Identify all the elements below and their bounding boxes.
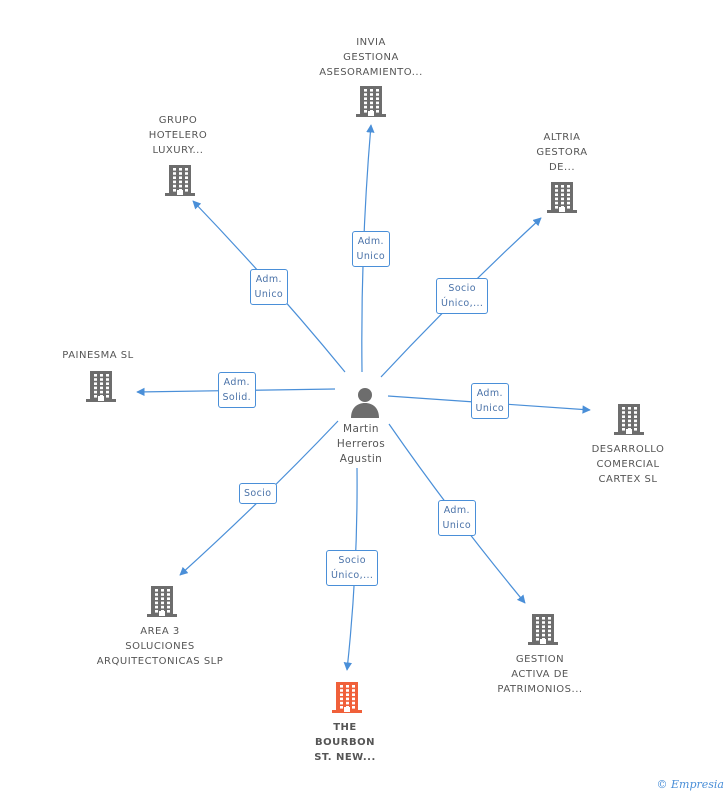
building-icon[interactable] — [545, 180, 579, 214]
copyright-symbol: © — [656, 778, 668, 791]
company-label-area3[interactable]: AREA 3 SOLUCIONES ARQUITECTONICAS SLP — [96, 626, 224, 667]
edge-role-label-painesma: Adm. Solid. — [217, 372, 257, 408]
company-label-bourbon[interactable]: THE BOURBON ST. NEW... — [314, 722, 376, 763]
building-icon[interactable] — [163, 163, 197, 197]
edge-role-label-gestion: Adm. Unico — [437, 500, 477, 536]
building-icon-highlight[interactable] — [330, 680, 364, 714]
company-label-invia[interactable]: INVIA GESTIONA ASESORAMIENTO... — [319, 37, 423, 78]
edge-role-label-altria: Socio Único,... — [436, 278, 489, 314]
brand-name: Empresia — [671, 778, 724, 791]
edge-role-label-desarrollo: Adm. Unico — [470, 383, 510, 419]
building-icon[interactable] — [526, 612, 560, 646]
edge-role-label-bourbon: Socio Único,... — [326, 550, 379, 586]
building-icon[interactable] — [612, 402, 646, 436]
company-label-painesma[interactable]: PAINESMA SL — [62, 350, 134, 361]
company-label-gestion[interactable]: GESTION ACTIVA DE PATRIMONIOS... — [497, 654, 583, 695]
company-label-altria[interactable]: ALTRIA GESTORA DE... — [536, 132, 588, 173]
company-label-desarrollo[interactable]: DESARROLLO COMERCIAL CARTEX SL — [591, 444, 665, 485]
edge-role-label-grupo: Adm. Unico — [249, 269, 289, 305]
edge-role-label-invia: Adm. Unico — [351, 231, 391, 267]
person-name-label[interactable]: Martin Herreros Agustin — [336, 423, 386, 465]
building-icon[interactable] — [84, 369, 118, 403]
copyright-brand: © Empresia — [657, 778, 725, 791]
edge-role-label-area3: Socio — [239, 482, 277, 504]
company-label-grupo[interactable]: GRUPO HOTELERO LUXURY... — [148, 115, 208, 156]
person-icon[interactable] — [348, 386, 382, 418]
building-icon[interactable] — [145, 584, 179, 618]
building-icon[interactable] — [354, 84, 388, 118]
